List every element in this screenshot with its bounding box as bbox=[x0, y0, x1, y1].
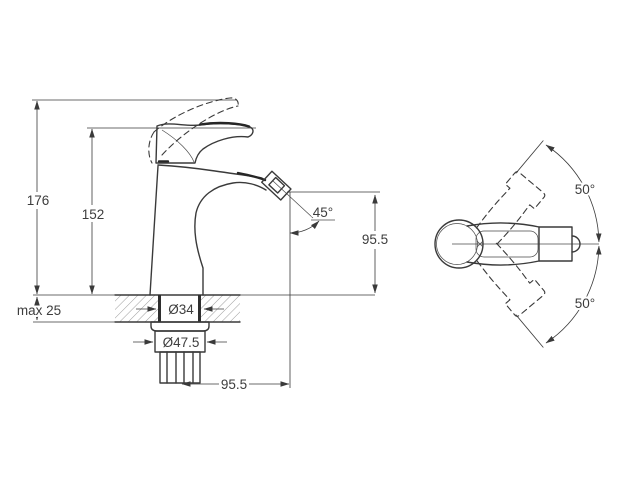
flange bbox=[150, 321, 210, 332]
handle-swing-up-dashed bbox=[475, 140, 546, 246]
label-shank-diameter: Ø34 bbox=[168, 302, 194, 317]
aerator-screen bbox=[268, 176, 286, 194]
front-view: 176 152 max 25 Ø34 bbox=[15, 97, 390, 394]
dimension-spout-reach: 95.5 bbox=[181, 375, 290, 394]
handle-ball-outer bbox=[434, 219, 484, 269]
handle-swing-down-dashed bbox=[475, 242, 546, 348]
label-spout-height: 95.5 bbox=[362, 232, 388, 247]
dimension-total-height: 176 bbox=[25, 100, 51, 295]
dimension-nut-diameter: Ø47.5 bbox=[133, 333, 227, 352]
grip-top-edge bbox=[466, 222, 540, 228]
dimension-counter-thickness: max 25 bbox=[15, 296, 63, 321]
lever-top-accent bbox=[198, 121, 251, 128]
body-left-edge bbox=[149, 165, 159, 296]
handle-lever bbox=[155, 121, 254, 164]
spout-tip-accent bbox=[236, 171, 267, 182]
pivot-mark bbox=[476, 240, 484, 248]
mounting-shank bbox=[150, 321, 210, 384]
label-counter-thickness: max 25 bbox=[17, 303, 61, 318]
spout-underside bbox=[194, 181, 267, 296]
dimension-spout-height: 95.5 bbox=[360, 194, 390, 294]
label-swing-down: 50° bbox=[575, 296, 595, 311]
threaded-tail bbox=[159, 351, 201, 384]
aerator-outlet bbox=[261, 170, 292, 201]
label-swing-up: 50° bbox=[575, 182, 595, 197]
label-body-height: 152 bbox=[82, 207, 105, 222]
dimension-outlet-angle: 45° bbox=[272, 180, 335, 236]
faucet-body bbox=[149, 160, 292, 296]
label-nut-diameter: Ø47.5 bbox=[163, 335, 200, 350]
spout-top-edge bbox=[157, 164, 263, 179]
dimension-body-height: 152 bbox=[80, 128, 106, 295]
handle-ball-inner bbox=[436, 223, 478, 265]
label-outlet-angle: 45° bbox=[313, 205, 333, 220]
label-total-height: 176 bbox=[27, 193, 50, 208]
extension-lines bbox=[32, 99, 380, 388]
handle-raised-dashed bbox=[148, 97, 239, 164]
grip-top-face bbox=[475, 230, 539, 258]
top-view: 50° 50° bbox=[434, 140, 602, 348]
grip-bottom-edge bbox=[466, 260, 540, 266]
dimension-shank-diameter: Ø34 bbox=[136, 300, 224, 319]
swing-arc bbox=[545, 144, 602, 344]
label-spout-reach: 95.5 bbox=[221, 377, 247, 392]
